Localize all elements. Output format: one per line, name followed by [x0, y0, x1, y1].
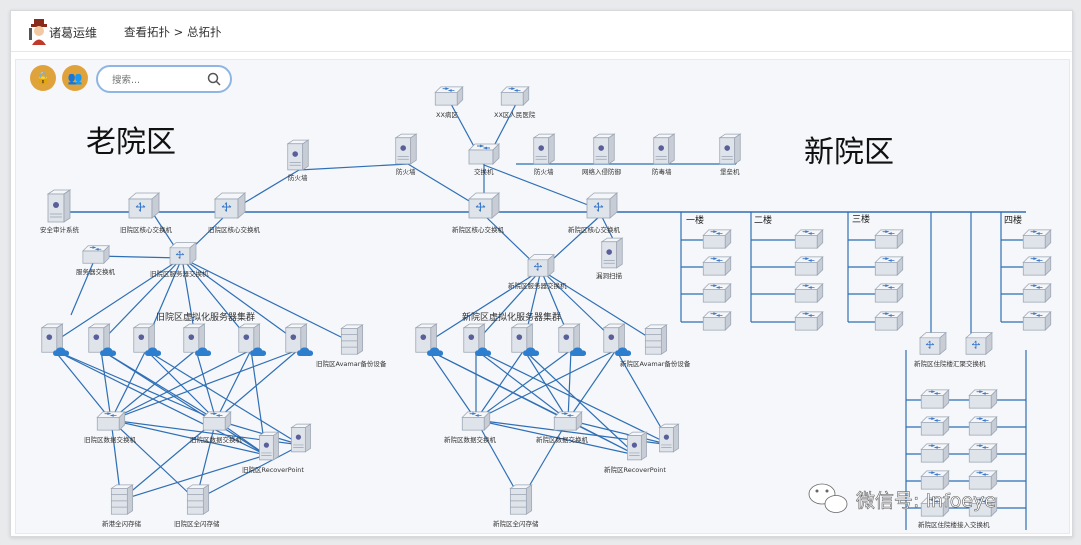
svg-text:XX病区: XX病区: [436, 110, 458, 119]
node-storage-a[interactable]: 新港全闪存储: [102, 484, 142, 528]
wechat-watermark: 微信号: Infoeye: [808, 483, 996, 513]
topology-canvas[interactable]: 🔒 👥: [15, 59, 1070, 534]
node-old-core1[interactable]: 旧院区核心交换机: [120, 192, 173, 234]
svg-text:旧院区核心交换机: 旧院区核心交换机: [120, 225, 173, 234]
svg-text:防火墙: 防火墙: [288, 173, 308, 182]
node-storage-c[interactable]: 新院区全闪存储: [493, 484, 539, 528]
svg-text:旧院区RecoverPoint: 旧院区RecoverPoint: [242, 465, 304, 474]
node-security-audit[interactable]: 安全审计系统: [40, 189, 80, 234]
logo-icon: [29, 19, 47, 45]
old-vm-hosts[interactable]: [41, 323, 314, 357]
top-bar: 诸葛运维 查看拓扑 > 总拓扑: [11, 11, 1072, 52]
svg-text:微信号: Infoeye: 微信号: Infoeye: [856, 490, 996, 512]
svg-text:漏洞扫描: 漏洞扫描: [596, 271, 623, 280]
node-new-recover[interactable]: 新院区RecoverPoint: [604, 423, 679, 474]
svg-text:新院区RecoverPoint: 新院区RecoverPoint: [604, 465, 666, 474]
wechat-icon: [808, 483, 848, 513]
node-old-server-switch[interactable]: 旧院区服务器交换机: [150, 242, 209, 278]
svg-text:堡垒机: 堡垒机: [720, 167, 740, 176]
node-old-avamar[interactable]: 旧院区Avamar备份设备: [316, 324, 387, 368]
svg-text:交换机: 交换机: [474, 167, 494, 176]
users-button[interactable]: 👥: [62, 65, 88, 91]
lock-icon: 🔒: [35, 71, 51, 85]
svg-text:防毒墙: 防毒墙: [652, 167, 672, 176]
search-input[interactable]: [110, 71, 210, 89]
floor2-switches[interactable]: [794, 229, 824, 331]
svg-text:旧院区服务器交换机: 旧院区服务器交换机: [150, 269, 209, 278]
floor1-switches[interactable]: [702, 229, 732, 331]
svg-text:安全审计系统: 安全审计系统: [40, 225, 80, 234]
svg-text:旧院区数据交换机: 旧院区数据交换机: [190, 435, 243, 444]
svg-text:新院区数据交换机: 新院区数据交换机: [536, 435, 589, 444]
svg-text:新院区数据交换机: 新院区数据交换机: [444, 435, 497, 444]
topology-graph: 老院区 新院区: [40, 86, 1052, 530]
svg-text:旧院区全闪存储: 旧院区全闪存储: [174, 519, 220, 528]
svg-text:新院区服务器交换机: 新院区服务器交换机: [508, 281, 567, 290]
svg-text:新院区全闪存储: 新院区全闪存储: [493, 519, 539, 528]
floor3-switches[interactable]: [874, 229, 904, 331]
users-icon: 👥: [67, 71, 83, 85]
search-icon[interactable]: [206, 71, 222, 87]
svg-text:服务器交换机: 服务器交换机: [76, 267, 116, 276]
svg-text:XX区人民医院: XX区人民医院: [494, 110, 536, 119]
new-cluster-links: [427, 269, 672, 501]
breadcrumb[interactable]: 查看拓扑 > 总拓扑: [124, 25, 222, 39]
node-firewall-r[interactable]: 防火墙: [533, 133, 555, 176]
search-box[interactable]: [96, 65, 232, 93]
topology-app: 诸葛运维 查看拓扑 > 总拓扑 🔒 👥: [10, 10, 1073, 537]
node-firewall-mid[interactable]: 防火墙: [395, 133, 417, 176]
old-cluster-label: 旧院区虚拟化服务器集群: [156, 311, 255, 323]
new-region-label: 新院区: [804, 135, 894, 170]
node-new-data-sw2[interactable]: 新院区数据交换机: [536, 411, 589, 444]
node-new-server-switch[interactable]: 新院区服务器交换机: [508, 254, 567, 290]
node-storage-b[interactable]: 旧院区全闪存储: [174, 484, 220, 528]
svg-text:新院区核心交换机: 新院区核心交换机: [452, 225, 505, 234]
node-old-recover[interactable]: 旧院区RecoverPoint: [242, 423, 311, 474]
svg-text:新院区Avamar备份设备: 新院区Avamar备份设备: [620, 359, 691, 368]
svg-text:旧院区核心交换机: 旧院区核心交换机: [208, 225, 261, 234]
node-new-core1[interactable]: 新院区核心交换机: [452, 192, 505, 234]
svg-text:防火墙: 防火墙: [396, 167, 416, 176]
svg-text:网络入侵防御: 网络入侵防御: [582, 167, 622, 176]
node-xx-hospital[interactable]: XX区人民医院: [494, 86, 536, 119]
svg-text:新港全闪存储: 新港全闪存储: [102, 519, 142, 528]
node-new-core2[interactable]: 新院区核心交换机: [568, 192, 621, 234]
node-old-data-sw2[interactable]: 旧院区数据交换机: [190, 411, 243, 444]
node-inpatient-agg[interactable]: 新院区住院楼汇聚交换机: [914, 332, 993, 368]
node-vuln-scan[interactable]: 漏洞扫描: [596, 237, 623, 280]
svg-text:新院区住院楼汇聚交换机: 新院区住院楼汇聚交换机: [914, 359, 986, 368]
node-old-data-sw1[interactable]: 旧院区数据交换机: [84, 411, 137, 444]
node-server-switch[interactable]: 服务器交换机: [76, 245, 116, 276]
node-firewall-left[interactable]: 防火墙: [287, 139, 309, 182]
new-cluster-label: 新院区虚拟化服务器集群: [462, 311, 561, 323]
floor1-label: 一楼: [686, 214, 704, 226]
lock-button[interactable]: 🔒: [30, 65, 56, 91]
node-old-core2[interactable]: 旧院区核心交换机: [208, 192, 261, 234]
node-ids[interactable]: 网络入侵防御: [582, 133, 622, 176]
svg-text:防火墙: 防火墙: [534, 167, 554, 176]
floor4-switches[interactable]: [1022, 229, 1052, 331]
old-cluster-links: [53, 257, 352, 501]
inpatient-access-label: 新院区住院楼接入交换机: [918, 520, 990, 529]
node-new-data-sw1[interactable]: 新院区数据交换机: [444, 411, 497, 444]
node-audit-box[interactable]: 堡垒机: [719, 133, 741, 176]
node-xx-wing[interactable]: XX病区: [434, 86, 464, 119]
brand-name: 诸葛运维: [49, 26, 98, 40]
svg-text:新院区核心交换机: 新院区核心交换机: [568, 225, 621, 234]
floor4-label: 四楼: [1004, 214, 1022, 226]
node-switch-top[interactable]: 交换机: [468, 143, 500, 176]
svg-text:旧院区Avamar备份设备: 旧院区Avamar备份设备: [316, 359, 387, 368]
old-region-label: 老院区: [86, 125, 176, 160]
node-gatekeeper[interactable]: 防毒墙: [652, 133, 675, 176]
floor3-label: 三楼: [852, 213, 870, 225]
floor2-label: 二楼: [754, 214, 772, 226]
node-new-avamar[interactable]: 新院区Avamar备份设备: [620, 324, 691, 368]
svg-text:旧院区数据交换机: 旧院区数据交换机: [84, 435, 137, 444]
